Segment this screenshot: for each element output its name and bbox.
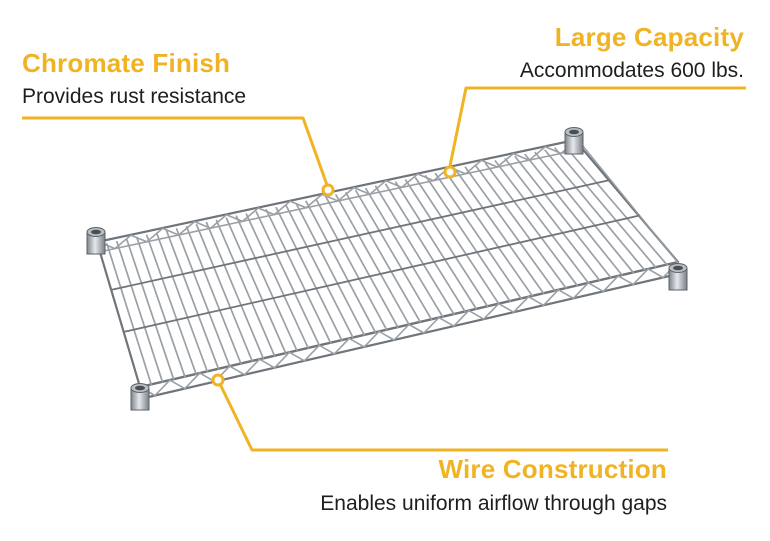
cross-wire (305, 200, 377, 334)
cross-wire (195, 223, 253, 362)
cross-wire (414, 177, 500, 305)
leader-chromate-finish (22, 116, 329, 186)
cross-wire (394, 181, 478, 310)
cross-wire (424, 175, 511, 302)
front-rail-bottom (138, 272, 680, 401)
corner-post-front-right (668, 263, 688, 291)
cross-wire (106, 243, 153, 386)
cross-wire (155, 232, 209, 373)
cross-wire (205, 221, 265, 360)
cross-wire (524, 153, 623, 276)
cross-wire (404, 179, 489, 308)
left-side-rail (95, 240, 142, 389)
back-truss (98, 139, 578, 250)
leader-large-capacity-dot (443, 165, 457, 179)
cross-wire (255, 211, 321, 347)
callout-chromate-title: Chromate Finish (22, 48, 231, 78)
cross-wire (235, 215, 298, 352)
cross-wire (374, 185, 455, 315)
leader-wire-construction-dot (211, 373, 225, 387)
cross-wire (444, 170, 534, 297)
cross-wire (145, 234, 197, 375)
cross-wire (464, 166, 556, 292)
leader-large-capacity (448, 86, 746, 167)
cross-wire (504, 158, 601, 282)
leader-chromate-finish-dot (321, 183, 335, 197)
cross-wire (225, 217, 287, 354)
cross-wire (116, 240, 164, 383)
cross-wire (285, 204, 354, 339)
cross-wire (175, 228, 231, 368)
callout-wire-construction: Wire Construction Enables uniform airflo… (320, 454, 667, 517)
callout-capacity-description: Accommodates 600 lbs. (519, 59, 744, 82)
cross-wire (355, 189, 433, 321)
callout-wire-title: Wire Construction (438, 454, 667, 484)
callout-chromate-finish: Chromate Finish Provides rust resistance (22, 48, 246, 110)
cross-wire (564, 145, 668, 266)
cross-wire (165, 230, 220, 370)
callout-capacity-title: Large Capacity (554, 22, 744, 52)
cross-wire (384, 183, 466, 313)
cross-wire (434, 172, 522, 300)
cross-wire (474, 164, 567, 289)
leader-wire-construction (218, 383, 668, 452)
cross-wire (126, 238, 175, 381)
callout-wire-description: Enables uniform airflow through gaps (320, 492, 667, 515)
cross-wire (554, 147, 657, 269)
right-side-rail-inner (582, 145, 685, 271)
callout-chromate-description: Provides rust resistance (22, 85, 247, 108)
cross-wire (245, 213, 309, 349)
cross-wire (335, 194, 410, 326)
support-wire-1 (110, 179, 610, 291)
cross-wire (454, 168, 545, 295)
cross-wire (265, 209, 332, 344)
cross-wire (484, 162, 578, 287)
cross-wire (345, 192, 422, 323)
wire-shelf (86, 127, 688, 411)
cross-wire (325, 196, 399, 328)
back-rail-top (95, 138, 577, 244)
callout-leaders (22, 86, 746, 452)
cross-wire (315, 198, 388, 331)
cross-wire (135, 236, 186, 378)
cross-wire (185, 226, 242, 365)
cross-wire (544, 149, 646, 271)
corner-post-front-left (130, 383, 150, 411)
corner-post-back-right (564, 127, 584, 155)
cross-wire (275, 206, 343, 341)
cross-wire (534, 151, 635, 274)
cross-wire (295, 202, 366, 336)
cross-wire (215, 219, 276, 357)
callout-large-capacity: Large Capacity Accommodates 600 lbs. (520, 22, 744, 84)
cross-wire (494, 160, 590, 284)
corner-post-back-left (86, 227, 106, 255)
support-wire-2 (122, 214, 640, 333)
cross-wire (514, 155, 612, 279)
cross-wire (365, 187, 444, 318)
